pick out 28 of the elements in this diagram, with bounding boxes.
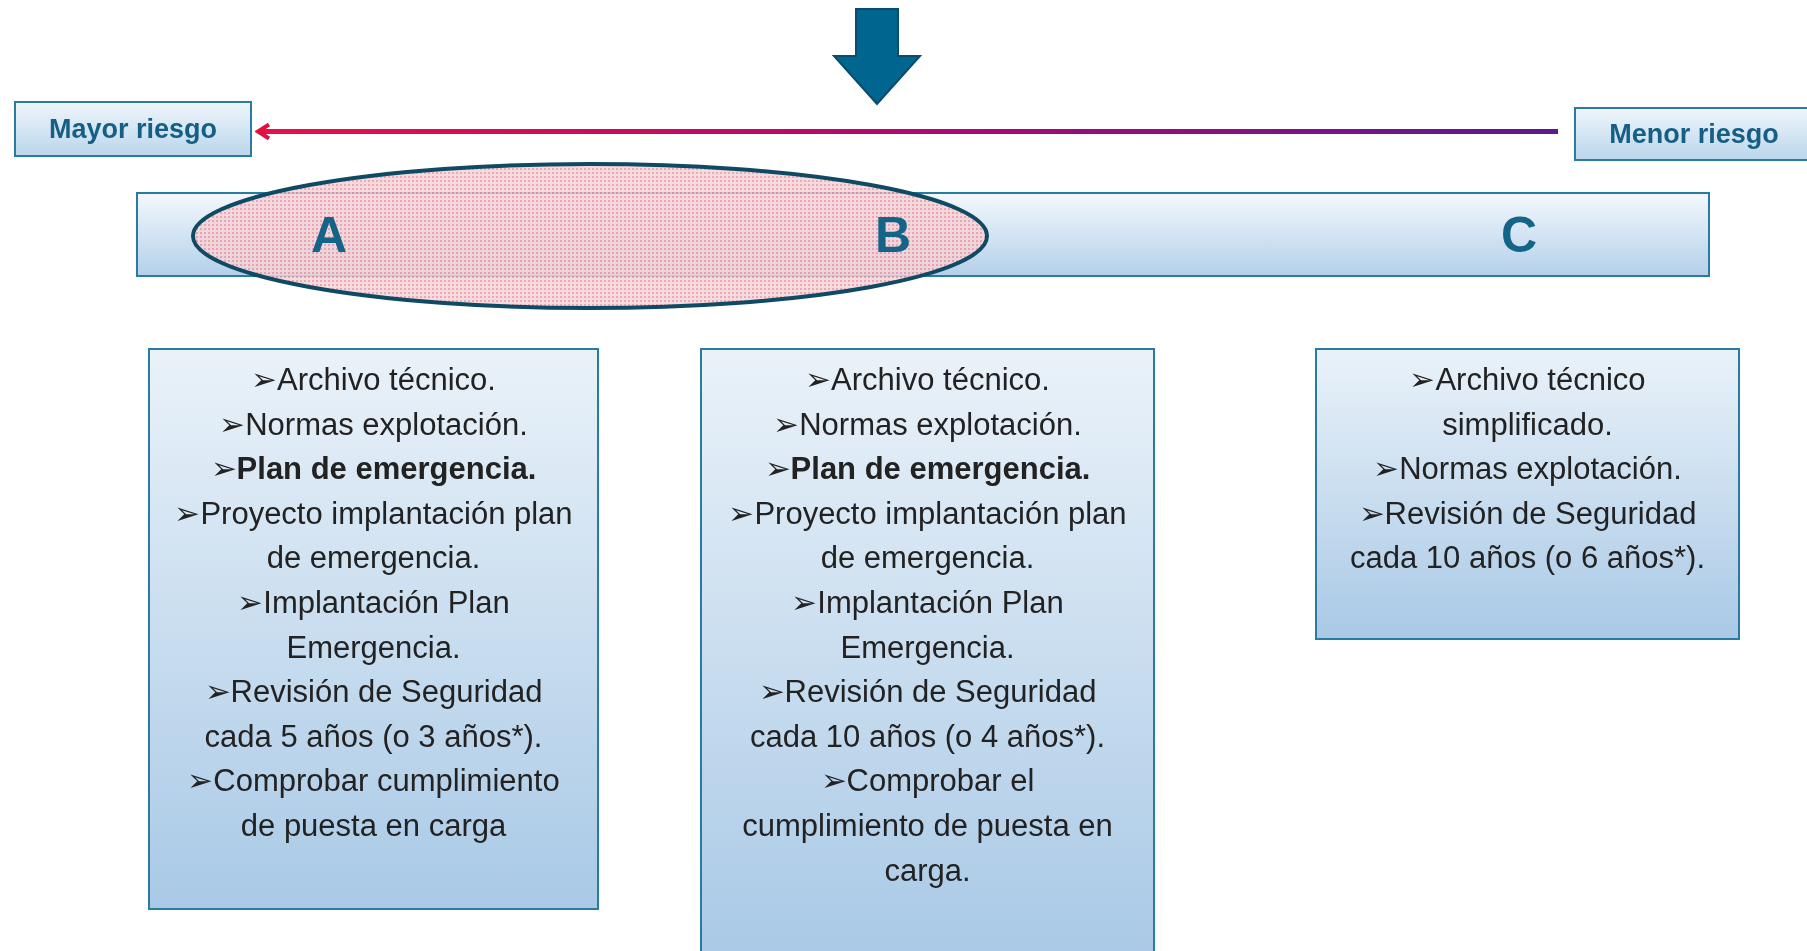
label-text: Menor riesgo	[1609, 118, 1779, 150]
bullet-item: ➢Plan de emergencia.	[763, 450, 1092, 489]
label-text: Mayor riesgo	[48, 113, 218, 145]
bullet-item: ➢Implantación Plan Emergencia.	[236, 583, 511, 667]
requirements-box	[1315, 348, 1740, 640]
bullet-item: ➢Plan de emergencia.	[209, 450, 538, 489]
bullet-item: ➢Revisión de Seguridad cada 10 años (o 4 años*).	[749, 673, 1106, 756]
requirements-box	[148, 348, 599, 910]
bullet-item: ➢Normas explotación.	[218, 405, 529, 444]
requirements-box	[700, 348, 1155, 951]
bullet-item: ➢Proyecto implantación plan de emergencia.	[727, 494, 1128, 578]
category-letter: A	[310, 209, 348, 260]
bullet-item: ➢Normas explotación.	[772, 405, 1083, 444]
bullet-item: ➢Archivo técnico.	[250, 361, 497, 399]
category-letter: B	[874, 209, 912, 260]
arrow	[256, 122, 1558, 141]
bullet-item: ➢Archivo técnico simplificado.	[1408, 361, 1647, 444]
bullet-item: ➢Implantación Plan Emergencia.	[790, 583, 1065, 667]
bullet-item: ➢Normas explotación.	[1372, 450, 1683, 489]
bullet-item: ➢Comprobar cumplimiento de puesta en carga	[186, 762, 561, 845]
label-box	[1574, 107, 1807, 161]
category-letter: C	[1500, 209, 1538, 260]
bullet-item: ➢Revisión de Seguridad cada 10 años (o 6 años*).	[1349, 494, 1706, 578]
bullet-item: ➢Revisión de Seguridad cada 5 años (o 3 años*).	[203, 673, 544, 756]
label-box	[14, 101, 252, 157]
bullet-item: ➢Comprobar el cumplimiento de puesta en carga.	[741, 762, 1114, 890]
bullet-item: ➢Archivo técnico.	[804, 361, 1051, 399]
bullet-item: ➢Proyecto implantación plan de emergencia.	[173, 494, 574, 578]
